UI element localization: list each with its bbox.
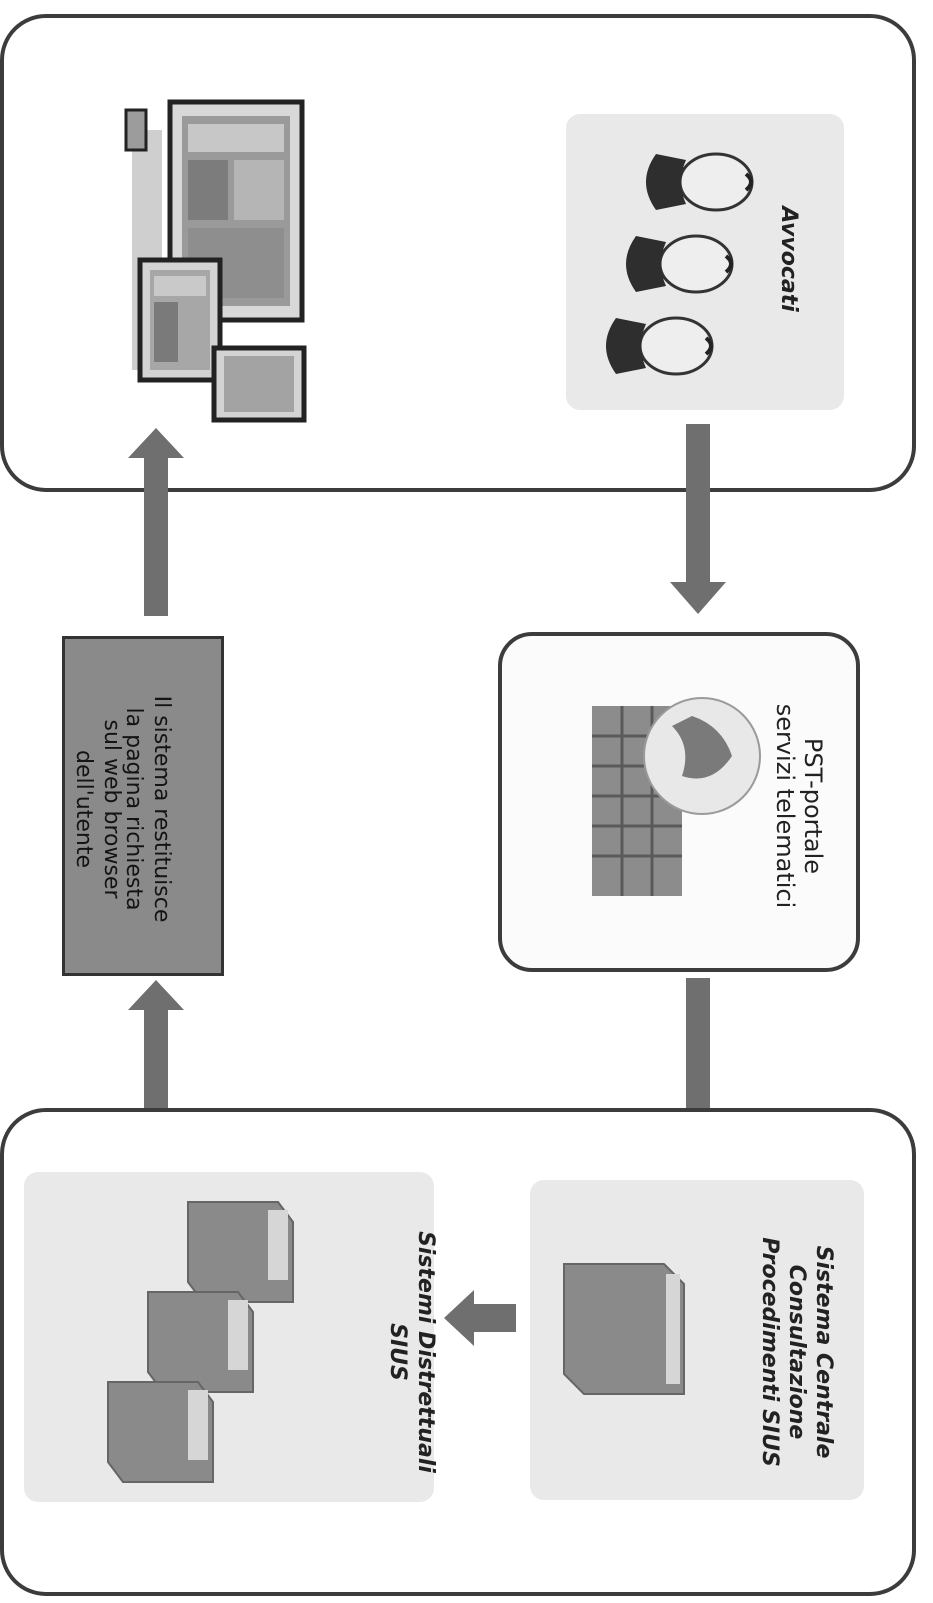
pst-card: PST-portale servizi telematici: [498, 632, 860, 972]
servers-icon: [107, 1201, 294, 1483]
response-line-4: dell'utente: [71, 750, 96, 868]
users-icon: [606, 152, 754, 376]
centrale-line-1: Sistema Centrale: [811, 1245, 836, 1459]
pst-label: PST-portale servizi telematici: [767, 661, 827, 951]
response-text-b: sul web browser dell'utente: [65, 639, 125, 979]
avvocati-label: Avvocati: [776, 206, 801, 312]
avvocati-card: Avvocati: [566, 114, 844, 410]
distrettuali-line-2: SIUS: [385, 1323, 410, 1381]
pst-line-2: servizi telematici: [771, 703, 799, 909]
devices-icon: [124, 99, 307, 423]
centrale-line-3: Procedimenti SIUS: [757, 1237, 782, 1467]
top-group-frame: Avvocati: [0, 14, 916, 492]
response-line-3: sul web browser: [99, 719, 124, 899]
centrale-label: Sistema Centrale Consultazione Procedime…: [753, 1217, 837, 1487]
pst-line-1: PST-portale: [799, 737, 827, 875]
globe-firewall-icon: [592, 697, 761, 896]
centrale-card: Sistema Centrale Consultazione Procedime…: [530, 1180, 864, 1500]
distrettuali-label: Sistemi Distrettuali SIUS: [379, 1227, 439, 1477]
distrettuali-card: Sistemi Distrettuali SIUS: [24, 1172, 438, 1502]
arrow-avvocati-to-pst: [670, 424, 726, 614]
response-box: Il sistema restituisce la pagina richies…: [62, 636, 224, 976]
server-icon: [563, 1263, 685, 1395]
centrale-line-2: Consultazione: [784, 1264, 809, 1440]
arrow-response-to-devices: [128, 428, 184, 616]
arrow-centrale-to-distrettuali: [444, 1290, 516, 1346]
distrettuali-line-1: Sistemi Distrettuali: [413, 1231, 438, 1473]
response-line-1: Il sistema restituisce: [149, 695, 174, 923]
bottom-group-frame: Sistemi Distrettuali SIUS Sistema Centra…: [0, 1108, 916, 1596]
